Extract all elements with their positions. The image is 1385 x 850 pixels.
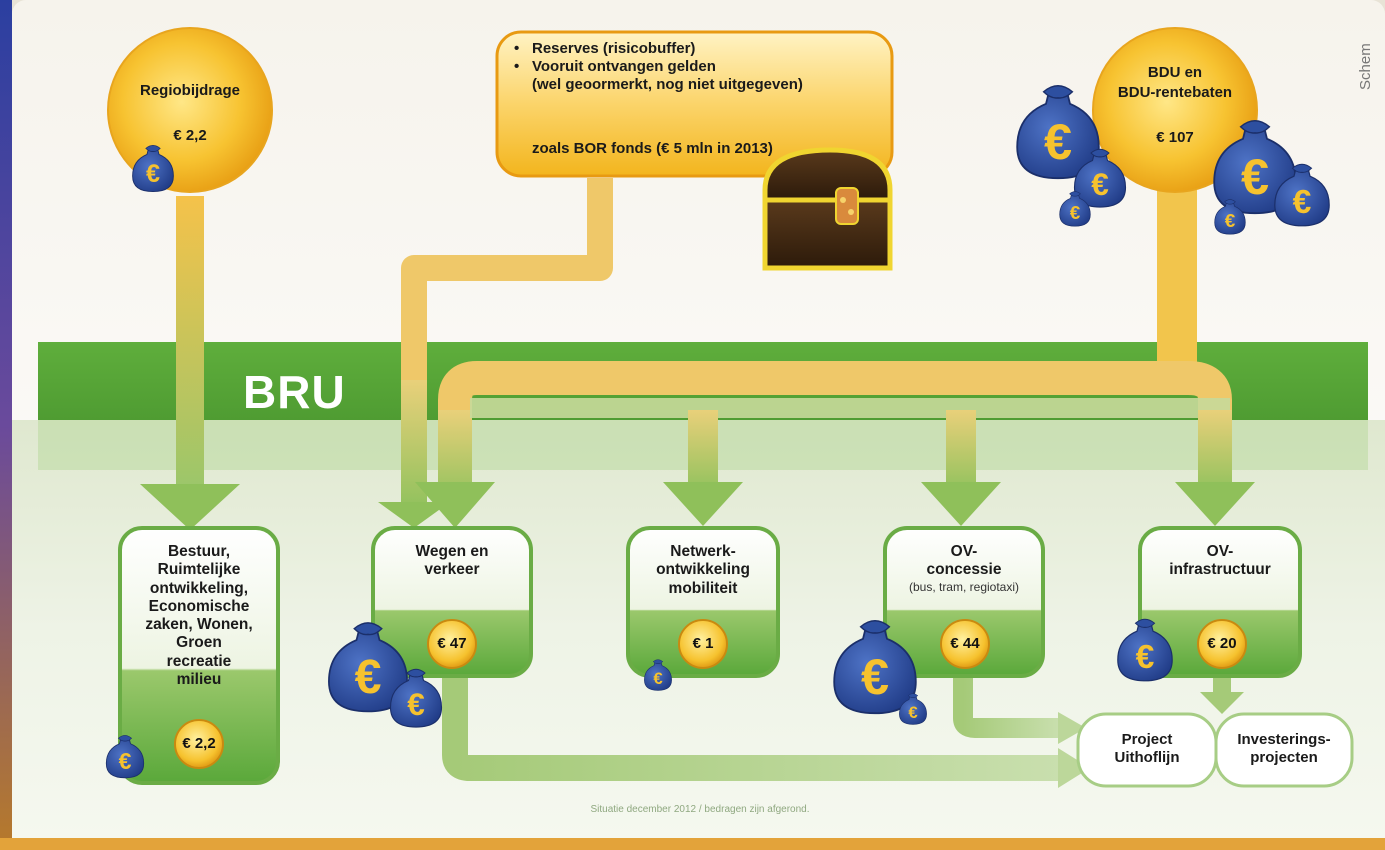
- left-edge: [0, 0, 12, 850]
- dept-wegen-line: verkeer: [424, 561, 480, 579]
- dept-bestuur-line: milieu: [176, 670, 222, 688]
- dept-bestuur-line: recreatie: [166, 652, 232, 670]
- dept-title-netwerk: Netwerk- ontwikkeling mobiliteit: [628, 543, 778, 598]
- dept-bestuur-line: ontwikkeling,: [149, 579, 249, 597]
- arrow-bdu-distribution: [415, 190, 1255, 528]
- dept-title-bestuur: Bestuur, Ruimtelijke ontwikkeling, Econo…: [120, 543, 278, 689]
- dept-netwerk-line: Netwerk-: [670, 543, 736, 560]
- project-investeringen-label: Investerings- projecten: [1216, 731, 1352, 766]
- dept-title-ov-concessie: OV- concessie (bus, tram, regiotaxi): [885, 543, 1043, 594]
- dept-box-ov-infra: [1138, 526, 1302, 678]
- reserves-box: [495, 30, 894, 178]
- dept-ov-infra-line: infrastructuur: [1169, 561, 1271, 579]
- bdu-title-line2: BDU-rentebaten: [1117, 84, 1233, 101]
- bru-label: BRU: [243, 366, 346, 418]
- dept-ov-infra-line: OV-: [1206, 543, 1234, 560]
- dept-bestuur-line: Ruimtelijke: [157, 561, 241, 579]
- amount-bestuur: € 2,2: [182, 735, 216, 752]
- footnote: Situatie december 2012 / bedragen zijn a…: [590, 804, 810, 815]
- reserves-bullet-2: •Vooruit ontvangen gelden: [514, 58, 716, 75]
- side-label: Schem: [1357, 43, 1374, 90]
- dept-box-netwerk: [626, 526, 780, 678]
- arrow-regio-to-bestuur: [140, 196, 240, 530]
- project-box-investeringen: [1214, 712, 1354, 788]
- amount-coin-netwerk: [678, 619, 728, 669]
- amount-ov-concessie: € 44: [950, 635, 980, 652]
- reserves-bullet-1: •Reserves (risicobuffer): [514, 40, 696, 57]
- project-investeringen-line: Investerings-: [1237, 731, 1331, 748]
- dept-ov-concessie-line: concessie: [926, 561, 1002, 579]
- dept-netwerk-line: mobiliteit: [668, 579, 738, 597]
- dept-bestuur-line: Bestuur,: [167, 543, 230, 560]
- dept-ov-concessie-line: OV-: [950, 543, 978, 560]
- bottom-edge: [0, 838, 1385, 850]
- treasure-chest-icon: [762, 147, 893, 271]
- amount-ov-infra: € 20: [1207, 635, 1237, 652]
- dept-bestuur-line: Groen: [176, 634, 222, 652]
- project-uithoflijn-label: Project Uithoflijn: [1078, 731, 1216, 766]
- regio-title: Regiobijdrage: [139, 82, 240, 99]
- bdu-source-circle: [1092, 27, 1258, 193]
- dept-wegen-line: Wegen en: [415, 543, 489, 560]
- project-uithoflijn-line: Project: [1121, 731, 1173, 748]
- arrow-to-projects: [442, 665, 1244, 788]
- amount-wegen: € 47: [437, 635, 467, 652]
- amount-coin-bestuur: [174, 719, 224, 769]
- amount-netwerk: € 1: [692, 635, 714, 652]
- dept-netwerk-line: ontwikkeling: [656, 561, 750, 579]
- regio-source-circle: [107, 27, 273, 193]
- project-uithoflijn-line: Uithoflijn: [1114, 748, 1180, 766]
- dept-box-ov-concessie: [883, 526, 1045, 678]
- regio-amount: € 2,2: [173, 127, 207, 144]
- project-investeringen-line: projecten: [1250, 748, 1318, 766]
- reserves-bullets: •Reserves (risicobuffer) •Vooruit ontvan…: [512, 40, 892, 94]
- dept-box-bestuur: [118, 526, 280, 785]
- dept-title-ov-infra: OV- infrastructuur: [1140, 543, 1300, 580]
- amount-coin-wegen: [427, 619, 477, 669]
- dept-ov-concessie-sub: (bus, tram, regiotaxi): [908, 579, 1020, 594]
- dept-box-wegen: [371, 526, 533, 678]
- dept-bestuur-line: Economische: [148, 597, 250, 615]
- dept-title-wegen: Wegen en verkeer: [373, 543, 531, 580]
- bdu-amount: € 107: [1156, 129, 1194, 146]
- bdu-title-line1: BDU en: [1147, 64, 1203, 81]
- amount-coin-ov-infra: [1197, 619, 1247, 669]
- amount-coin-ov-concessie: [940, 619, 990, 669]
- reserves-note: zoals BOR fonds (€ 5 mln in 2013): [532, 140, 773, 157]
- reserves-bullet-2-cont: (wel geoormerkt, nog niet uitgegeven): [532, 76, 803, 93]
- dept-bestuur-line: zaken, Wonen,: [145, 616, 253, 634]
